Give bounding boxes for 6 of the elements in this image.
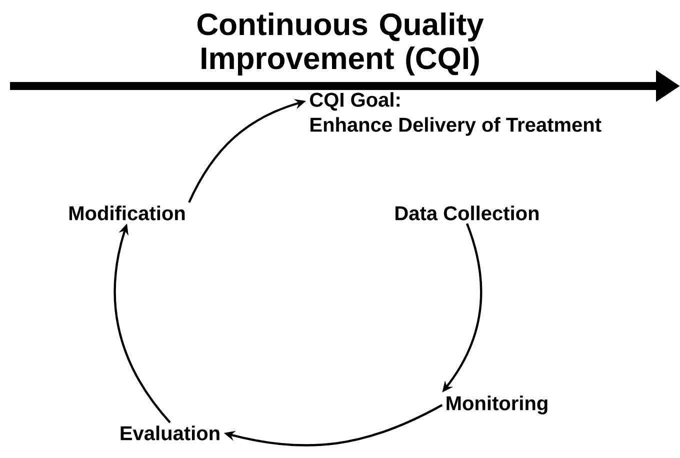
node-label: Evaluation [120,426,220,440]
node-label: Monitoring [446,396,548,414]
title: Continuous Quality Improvement (CQI) [197,12,484,76]
node-label: CQI Goal: Enhance Delivery of Treatment [310,92,602,136]
node-label: Modification [69,206,185,220]
node-label: Data Collection [396,206,539,220]
